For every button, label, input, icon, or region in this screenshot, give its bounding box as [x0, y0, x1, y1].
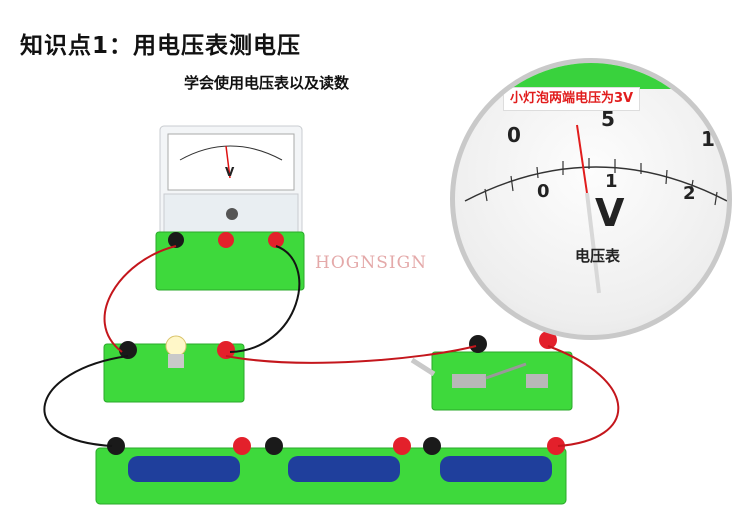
wires — [43, 245, 620, 447]
upper-scale-5: 5 — [601, 107, 615, 131]
magnifier-green-band — [455, 63, 727, 89]
lower-scale-0: 0 — [537, 181, 550, 202]
upper-scale-10: 10 — [701, 127, 729, 151]
page-subtitle: 学会使用电压表以及读数 — [184, 74, 350, 92]
watermark: HOGNSIGN — [315, 253, 428, 273]
lower-scale-2: 2 — [683, 183, 696, 204]
page-title: 知识点1：用电压表测电压 — [20, 33, 302, 59]
voltmeter: V — [155, 125, 305, 291]
unit-name: 电压表 — [575, 247, 621, 265]
battery-pack — [95, 437, 567, 505]
lower-scale-1: 1 — [605, 171, 618, 192]
unit-symbol: V — [595, 191, 625, 235]
upper-scale-0: 0 — [507, 123, 521, 147]
meter-dial — [464, 124, 727, 294]
voltage-caption: 小灯泡两端电压为3V — [503, 87, 641, 111]
bulb-board — [103, 335, 245, 403]
svg-text:V: V — [225, 165, 235, 179]
magnified-meter: 小灯泡两端电压为3V 0 5 10 0 1 2 V 电压表 — [450, 58, 732, 340]
switch-board — [410, 331, 573, 411]
